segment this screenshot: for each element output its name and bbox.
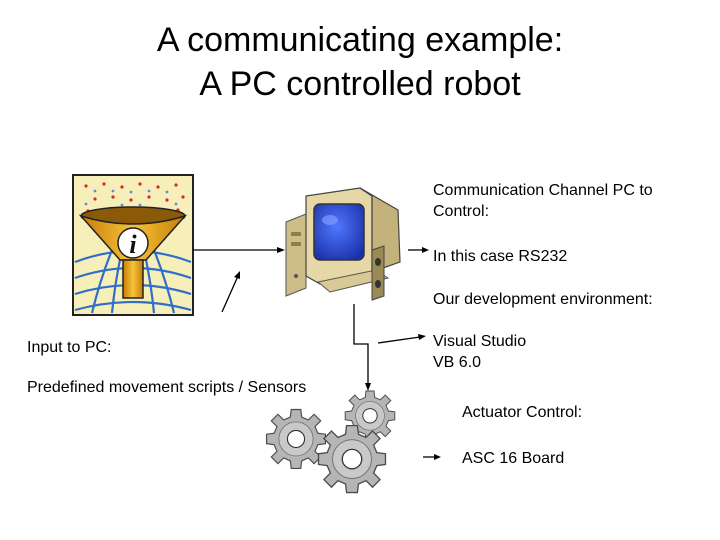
arrowhead-funnel-to-pc xyxy=(277,247,285,253)
arrow-pc-to-gears xyxy=(353,304,369,384)
arrow-dev-env xyxy=(377,336,421,344)
predefined-scripts-label: Predefined movement scripts / Sensors xyxy=(27,379,307,396)
arrowhead-dev-env xyxy=(418,334,426,340)
arrowhead-rs232 xyxy=(422,247,429,253)
title-line-1: A communicating example: xyxy=(156,21,564,59)
arrowhead-asc-board xyxy=(434,454,441,460)
asc-board-label: ASC 16 Board xyxy=(462,450,565,467)
slide-title: A communicating example: A PC controlled… xyxy=(0,18,720,106)
visual-studio-label: Visual Studio xyxy=(433,333,527,350)
input-to-pc-label: Input to PC: xyxy=(27,339,112,356)
rs232-label: In this case RS232 xyxy=(433,248,568,265)
svg-text:i: i xyxy=(129,230,137,259)
arrowhead-pc-to-gears xyxy=(365,383,371,391)
gears-icon xyxy=(265,390,396,494)
vb-version-label: VB 6.0 xyxy=(433,354,482,371)
arrowhead-input-up xyxy=(234,271,240,279)
info-funnel-icon: i xyxy=(72,174,194,316)
comm-channel-line-1: Communication Channel PC to xyxy=(433,182,653,199)
comm-channel-line-2: Control: xyxy=(433,203,490,220)
actuator-control-label: Actuator Control: xyxy=(462,404,583,421)
dev-env-label: Our development environment: xyxy=(433,291,653,308)
title-line-2: A PC controlled robot xyxy=(199,65,521,103)
desktop-computer-icon xyxy=(285,187,401,301)
connector-arrows xyxy=(193,247,441,460)
arrow-input-up xyxy=(221,275,239,313)
